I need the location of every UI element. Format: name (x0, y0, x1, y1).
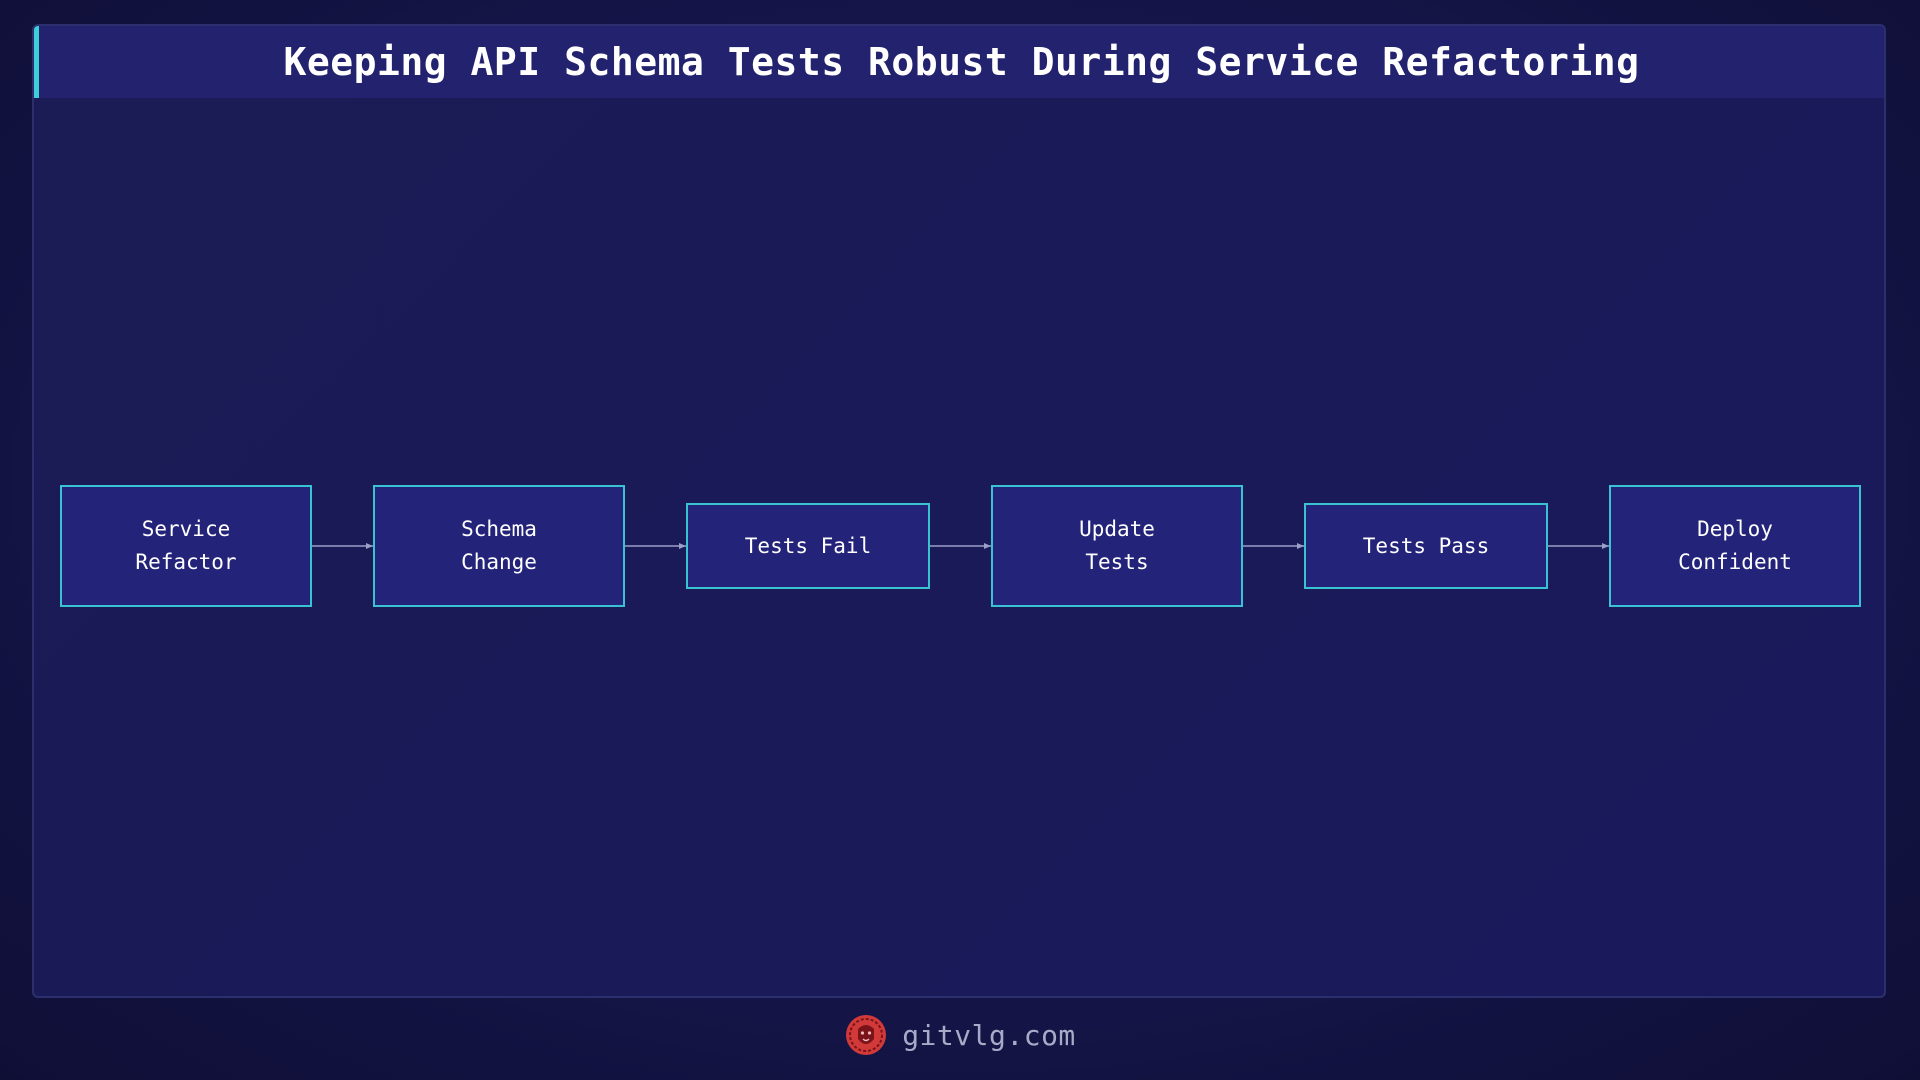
footer: gitvlg.com (0, 1010, 1920, 1060)
title-bar: Keeping API Schema Tests Robust During S… (34, 26, 1884, 98)
page-title: Keeping API Schema Tests Robust During S… (283, 40, 1640, 84)
step-tests-pass: Tests Pass (1304, 503, 1548, 589)
step-deploy-confident: Deploy Confident (1609, 485, 1861, 607)
footer-site-link[interactable]: gitvlg.com (902, 1018, 1076, 1052)
diagram-panel: Keeping API Schema Tests Robust During S… (32, 24, 1886, 998)
lion-logo-icon (844, 1013, 888, 1057)
step-service-refactor: Service Refactor (60, 485, 312, 607)
step-schema-change: Schema Change (373, 485, 625, 607)
step-tests-fail: Tests Fail (686, 503, 930, 589)
step-update-tests: Update Tests (991, 485, 1243, 607)
